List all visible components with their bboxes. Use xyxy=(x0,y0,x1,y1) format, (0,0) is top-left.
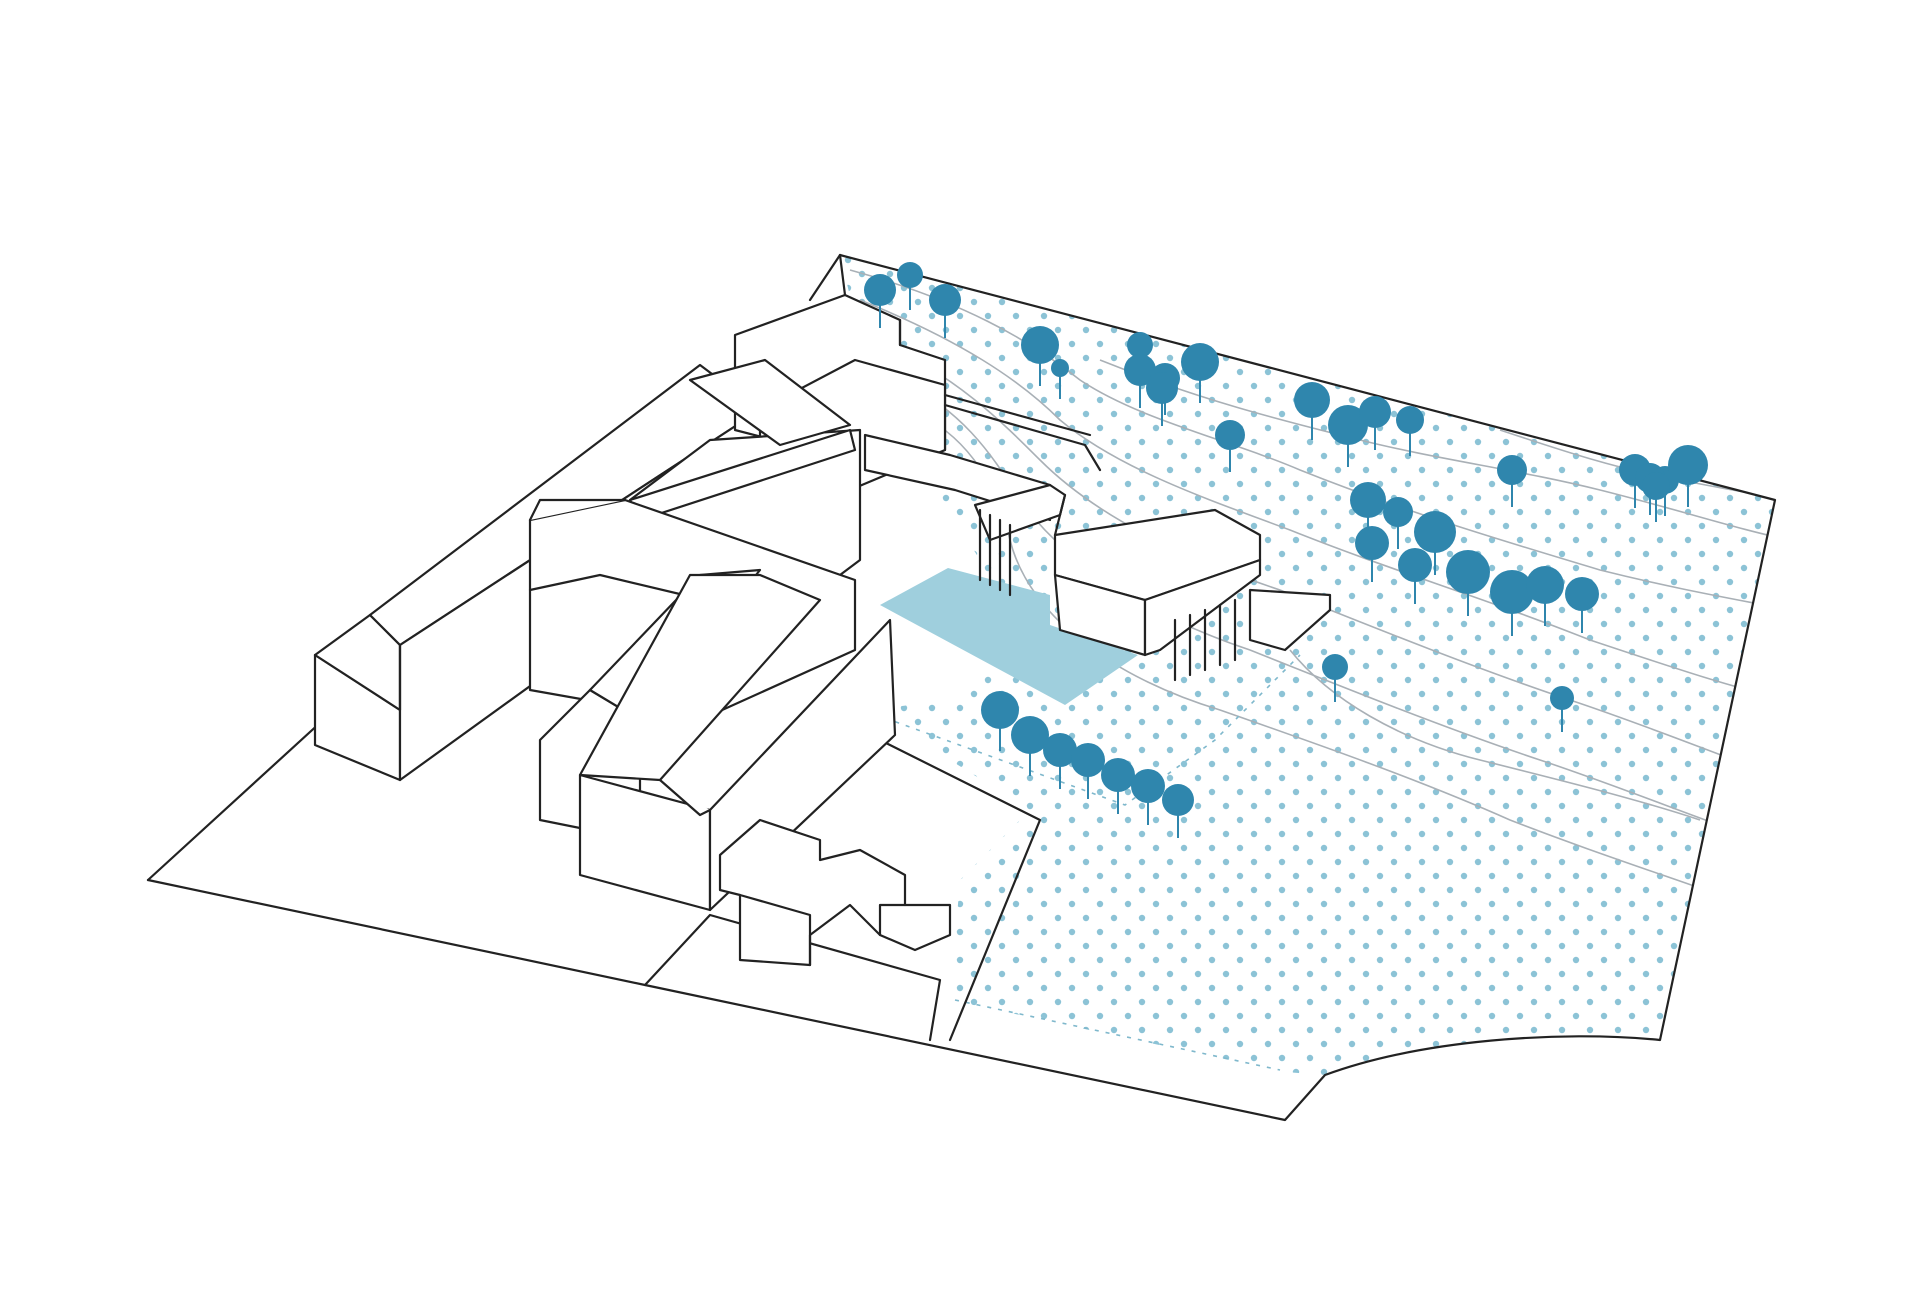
tree xyxy=(1446,550,1490,616)
tree-crown xyxy=(1359,396,1391,428)
tree-crown xyxy=(1497,455,1527,485)
tree xyxy=(1011,716,1049,776)
tree xyxy=(1215,420,1245,472)
site-plot-outline xyxy=(146,253,1777,1122)
tree-crown xyxy=(1565,577,1599,611)
tree-crown xyxy=(1322,654,1348,680)
tree xyxy=(1565,577,1599,633)
tree-crown xyxy=(929,284,961,316)
tree xyxy=(1355,526,1389,582)
tree xyxy=(1101,758,1135,814)
landscape-dot-field xyxy=(840,255,1775,1075)
courtyard-garden xyxy=(880,568,1138,705)
site-ground xyxy=(146,253,1777,1122)
tree-crown xyxy=(1162,784,1194,816)
tree xyxy=(1043,733,1077,789)
building-new-pavilion xyxy=(863,433,1332,657)
tree xyxy=(1328,405,1368,467)
tree-crown xyxy=(1101,758,1135,792)
tree xyxy=(1490,570,1534,636)
dashed-boundary-lower xyxy=(954,999,1281,1071)
tree-crown xyxy=(1021,326,1059,364)
plot-boundary-left xyxy=(146,698,347,882)
tree xyxy=(1146,372,1178,426)
tree xyxy=(981,691,1019,751)
pavilion-columns xyxy=(978,508,1237,682)
tree-crown xyxy=(1215,420,1245,450)
tree xyxy=(1398,548,1432,604)
tree xyxy=(897,262,923,310)
tree-crown xyxy=(1328,405,1368,445)
tree-crown xyxy=(1414,511,1456,553)
tree-crown xyxy=(1350,482,1386,518)
tree xyxy=(1124,354,1156,408)
tree xyxy=(864,274,896,328)
tree-crown xyxy=(981,691,1019,729)
tree-crown xyxy=(897,262,923,288)
tree xyxy=(1131,769,1165,825)
topographic-contours xyxy=(849,269,1775,921)
tree xyxy=(1162,784,1194,838)
tree xyxy=(1414,511,1456,575)
tree-crown xyxy=(1124,354,1156,386)
tree xyxy=(1550,686,1574,732)
tree xyxy=(1668,445,1708,507)
tree xyxy=(1396,406,1424,456)
tree-crown xyxy=(1642,472,1670,500)
tree-crown xyxy=(1146,372,1178,404)
tree xyxy=(1383,497,1413,549)
tree xyxy=(1021,326,1059,386)
tree-crown xyxy=(1526,566,1564,604)
tree xyxy=(1359,396,1391,450)
tree xyxy=(1181,343,1219,403)
dashed-boundary-upper xyxy=(884,654,1301,806)
plot-boundary-mid xyxy=(643,913,942,1042)
tree-crown xyxy=(1181,343,1219,381)
courtyard-plane xyxy=(880,568,1138,705)
tree-crown xyxy=(1490,570,1534,614)
tree-crown xyxy=(1383,497,1413,527)
tree xyxy=(929,284,961,338)
tree-crown xyxy=(1294,382,1330,418)
tree-crown xyxy=(1446,550,1490,594)
tree-crown xyxy=(1550,686,1574,710)
building-small-annex xyxy=(718,818,952,967)
tree-crown xyxy=(1011,716,1049,754)
tree-crown xyxy=(864,274,896,306)
tree-crown xyxy=(1355,526,1389,560)
tree-crown xyxy=(1043,733,1077,767)
tree-crown xyxy=(1127,332,1153,358)
tree-crown xyxy=(1131,769,1165,803)
trees xyxy=(864,262,1708,838)
tree-crown xyxy=(1071,743,1105,777)
tree-crown xyxy=(1051,359,1069,377)
building-masses xyxy=(313,253,1332,967)
tree xyxy=(1294,382,1330,440)
plot-boundary-east xyxy=(878,738,1042,1042)
tree xyxy=(1051,359,1069,399)
tree xyxy=(1071,743,1105,799)
tree-crown xyxy=(1396,406,1424,434)
tree-crown xyxy=(1668,445,1708,485)
access-ramp xyxy=(943,393,1102,472)
tree xyxy=(1526,566,1564,626)
tree xyxy=(1322,654,1348,702)
tree-crown xyxy=(1398,548,1432,582)
tree xyxy=(1642,472,1670,522)
tree xyxy=(1497,455,1527,507)
